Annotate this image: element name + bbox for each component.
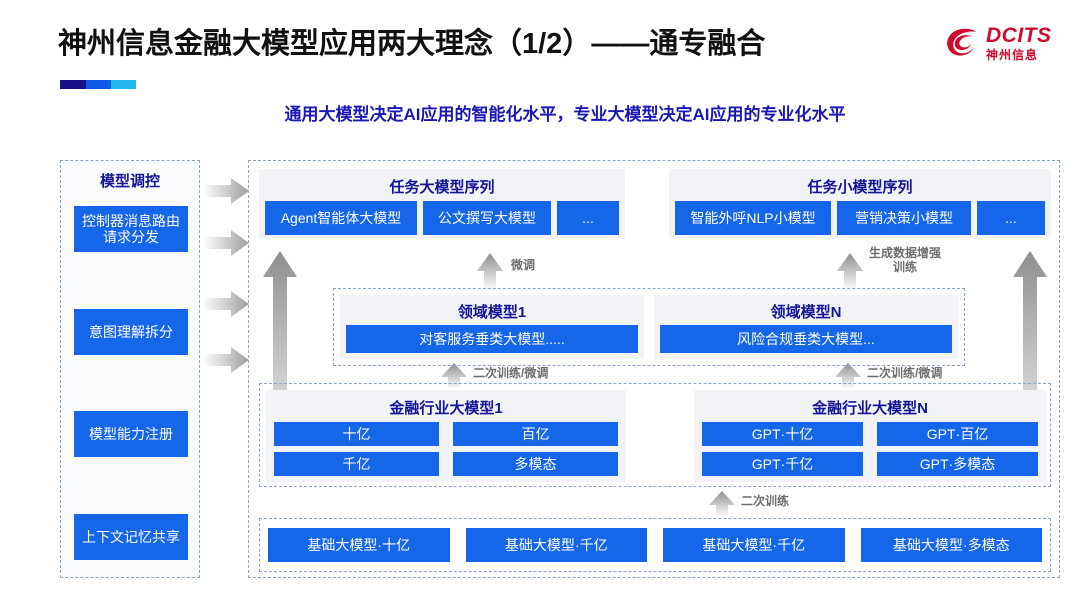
base-model-frame: 基础大模型·十亿 基础大模型·千亿 基础大模型·千亿 基础大模型·多模态 <box>259 518 1051 572</box>
task-box-document-writing-model[interactable]: 公文撰写大模型 <box>423 201 551 235</box>
domain-model-1-title: 领域模型1 <box>457 304 527 321</box>
industry-model-n-panel: 金融行业大模型N GPT·十亿 GPT·百亿 GPT·千亿 GPT·多模态 <box>694 390 1046 482</box>
accent-segment-1 <box>60 80 86 89</box>
logo-cn-text: 神州信息 <box>986 48 1039 62</box>
base-model-row: 基础大模型·十亿 基础大模型·千亿 基础大模型·千亿 基础大模型·多模态 <box>268 528 1042 562</box>
up-arrow-icon-generated-data-augmentation <box>837 253 863 291</box>
base-box-100-billion-b[interactable]: 基础大模型·千亿 <box>663 528 845 562</box>
right-arrow-icon-4 <box>203 347 249 373</box>
task-box-outbound-nlp-model[interactable]: 智能外呼NLP小模型 <box>675 201 831 235</box>
task-box-agent-model[interactable]: Agent智能体大模型 <box>265 201 417 235</box>
domain-model-n-title: 领域模型N <box>770 304 842 321</box>
task-small-model-panel: 任务小模型序列 智能外呼NLP小模型 营销决策小模型 ... <box>669 169 1051 239</box>
sidebar-item-intent-understanding[interactable]: 意图理解拆分 <box>74 309 188 355</box>
up-arrow-icon-base-to-task-right <box>1013 251 1047 483</box>
up-arrow-icon-second-train-left <box>441 363 467 389</box>
sidebar-item-context-memory-sharing[interactable]: 上下文记忆共享 <box>74 514 188 560</box>
sidebar-model-control: 模型调控 控制器消息路由请求分发 意图理解拆分 模型能力注册 上下文记忆共享 <box>60 160 200 578</box>
domain-model-frame: 领域模型1 对客服务垂类大模型..... 领域模型N 风险合规垂类大模型... <box>333 288 965 366</box>
domain-box-risk-compliance[interactable]: 风险合规垂类大模型... <box>660 325 952 353</box>
dcits-swirl-icon <box>947 28 977 56</box>
task-large-model-title: 任务大模型序列 <box>389 179 495 196</box>
sidebar-item-controller-routing[interactable]: 控制器消息路由请求分发 <box>74 206 188 252</box>
up-arrow-icon-fine-tune <box>477 253 503 291</box>
task-box-marketing-decision-model[interactable]: 营销决策小模型 <box>837 201 971 235</box>
industry-model-n-grid: GPT·十亿 GPT·百亿 GPT·千亿 GPT·多模态 <box>702 422 1038 476</box>
up-arrow-icon-second-train-bottom <box>709 491 735 517</box>
base-box-multimodal[interactable]: 基础大模型·多模态 <box>860 528 1042 562</box>
task-box-more-right[interactable]: ... <box>977 201 1045 235</box>
domain-box-customer-service[interactable]: 对客服务垂类大模型..... <box>346 325 638 353</box>
right-arrow-icon-1 <box>203 178 249 204</box>
industry-box-gpt-10-billion[interactable]: GPT·百亿 <box>877 422 1038 446</box>
industry-model-1-panel: 金融行业大模型1 十亿 百亿 千亿 多模态 <box>266 390 626 482</box>
domain-model-n-panel: 领域模型N 风险合规垂类大模型... <box>654 295 958 359</box>
industry-model-1-grid: 十亿 百亿 千亿 多模态 <box>274 422 618 476</box>
page-title: 神州信息金融大模型应用两大理念（1/2）——通专融合 <box>58 28 766 60</box>
arrow-label-gen-line2: 训练 <box>893 259 918 274</box>
industry-box-100-billion[interactable]: 千亿 <box>274 452 439 476</box>
right-arrow-icon-2 <box>203 230 249 256</box>
industry-box-multimodal[interactable]: 多模态 <box>453 452 618 476</box>
industry-model-n-title: 金融行业大模型N <box>812 400 928 417</box>
industry-box-1-billion[interactable]: 十亿 <box>274 422 439 446</box>
arrow-label-second-train-fine-tune-left: 二次训练/微调 <box>473 366 549 380</box>
accent-segment-3 <box>110 80 136 89</box>
domain-model-1-panel: 领域模型1 对客服务垂类大模型..... <box>340 295 644 359</box>
slide-subtitle: 通用大模型决定AI应用的智能化水平，专业大模型决定AI应用的专业化水平 <box>284 105 846 124</box>
logo-text: DCITS 神州信息 <box>986 25 1052 61</box>
base-box-100-billion-a[interactable]: 基础大模型·千亿 <box>465 528 647 562</box>
arrow-label-second-train: 二次训练 <box>741 494 790 508</box>
industry-box-gpt-100-billion[interactable]: GPT·千亿 <box>702 452 863 476</box>
arrow-label-generated-data-augmentation: 生成数据增强 训练 <box>869 246 942 275</box>
accent-segment-2 <box>85 80 111 89</box>
base-box-1-billion[interactable]: 基础大模型·十亿 <box>268 528 450 562</box>
arrow-label-gen-line1: 生成数据增强 <box>869 246 942 260</box>
dcits-logo: DCITS 神州信息 <box>944 18 1064 68</box>
logo-en-text: DCITS <box>986 24 1052 47</box>
task-small-model-title: 任务小模型序列 <box>807 179 913 196</box>
task-large-model-panel: 任务大模型序列 Agent智能体大模型 公文撰写大模型 ... <box>259 169 625 239</box>
industry-box-gpt-multimodal[interactable]: GPT·多模态 <box>877 452 1038 476</box>
industry-model-1-title: 金融行业大模型1 <box>389 400 503 417</box>
industry-model-frame: 金融行业大模型1 十亿 百亿 千亿 多模态 金融行业大模型N GPT·十亿 GP… <box>259 383 1051 487</box>
up-arrow-icon-base-to-task-left <box>263 251 297 483</box>
up-arrow-icon-second-train-right <box>835 363 861 389</box>
sidebar-title: 模型调控 <box>99 173 160 190</box>
industry-box-10-billion[interactable]: 百亿 <box>453 422 618 446</box>
industry-box-gpt-1-billion[interactable]: GPT·十亿 <box>702 422 863 446</box>
arrow-label-second-train-fine-tune-right: 二次训练/微调 <box>867 366 943 380</box>
accent-bar <box>60 80 136 89</box>
model-stack-diagram: 微调 生成数据增强 训练 二次训练/微调 二次训练/微调 二次训练 任务大模型序… <box>248 160 1060 578</box>
right-arrow-icon-3 <box>203 291 249 317</box>
task-large-model-row: Agent智能体大模型 公文撰写大模型 ... <box>265 201 619 235</box>
task-small-model-row: 智能外呼NLP小模型 营销决策小模型 ... <box>675 201 1045 235</box>
arrow-label-fine-tune: 微调 <box>511 258 536 272</box>
task-box-more-left[interactable]: ... <box>557 201 619 235</box>
sidebar-item-model-capability-registry[interactable]: 模型能力注册 <box>74 411 188 457</box>
